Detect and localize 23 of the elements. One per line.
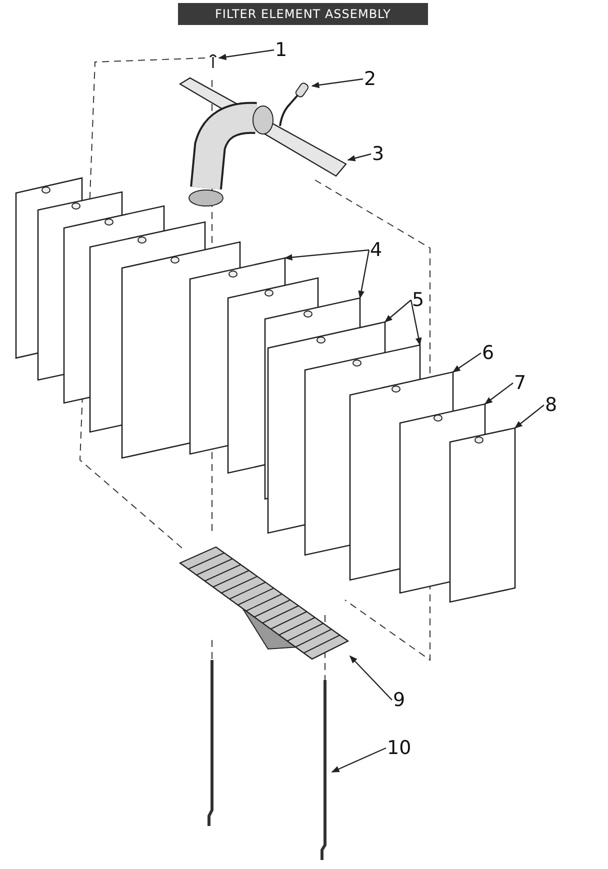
callout-number: 5 — [412, 290, 424, 310]
leader-line — [349, 655, 392, 700]
callout-number: 6 — [482, 343, 494, 363]
callout-number: 9 — [393, 690, 406, 710]
leader-line — [384, 300, 412, 323]
leader-line — [358, 250, 370, 299]
callout-number: 7 — [514, 373, 526, 393]
leader-line — [452, 352, 482, 372]
callout-number: 8 — [545, 395, 558, 415]
leader-line — [331, 747, 386, 773]
leader-line — [311, 78, 364, 88]
title-banner: FILTER ELEMENT ASSEMBLY — [178, 3, 428, 25]
leader-line — [484, 382, 514, 404]
callout-number: 4 — [370, 240, 382, 260]
leader-line — [347, 153, 372, 162]
callout-number: 1 — [275, 40, 288, 60]
callout-number: 10 — [387, 738, 412, 758]
leader-line — [514, 404, 544, 428]
leader-line — [410, 300, 422, 346]
callout-number: 3 — [372, 144, 384, 164]
callout-number: 2 — [364, 69, 376, 89]
leader-line — [218, 49, 274, 60]
leader-line — [284, 249, 370, 260]
